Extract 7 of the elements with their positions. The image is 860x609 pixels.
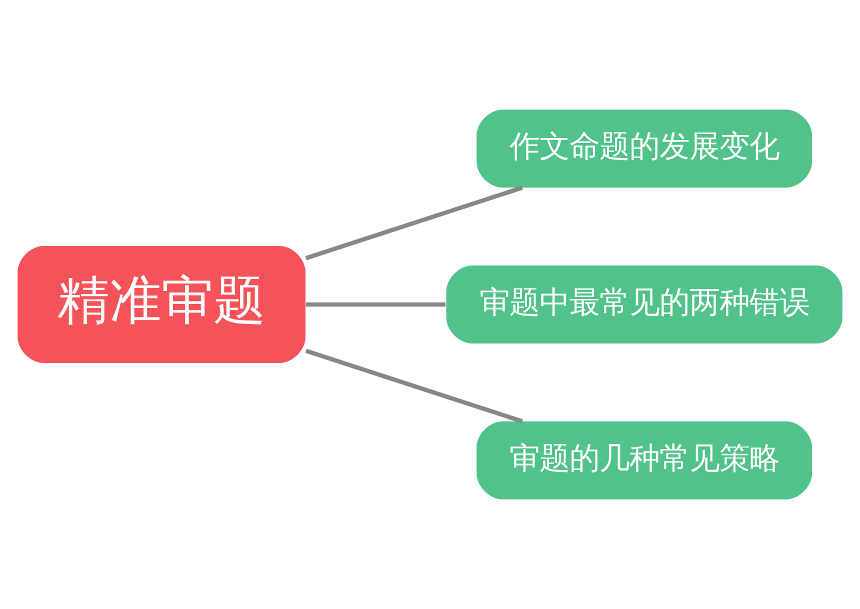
node-box: 审题中最常见的两种错误 bbox=[446, 266, 842, 344]
node-box: 审题的几种常见策略 bbox=[476, 421, 812, 500]
node-box: 作文命题的发展变化 bbox=[476, 110, 812, 188]
node-box: 精准审题 bbox=[18, 246, 306, 363]
connector bbox=[305, 186, 523, 260]
connector bbox=[306, 302, 446, 307]
connector bbox=[305, 348, 523, 424]
